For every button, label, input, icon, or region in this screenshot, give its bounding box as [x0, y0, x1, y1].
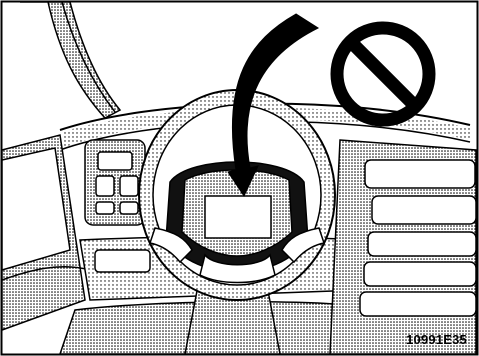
figure-code: 10991E35 — [406, 332, 467, 347]
airbag-pad — [205, 196, 271, 238]
